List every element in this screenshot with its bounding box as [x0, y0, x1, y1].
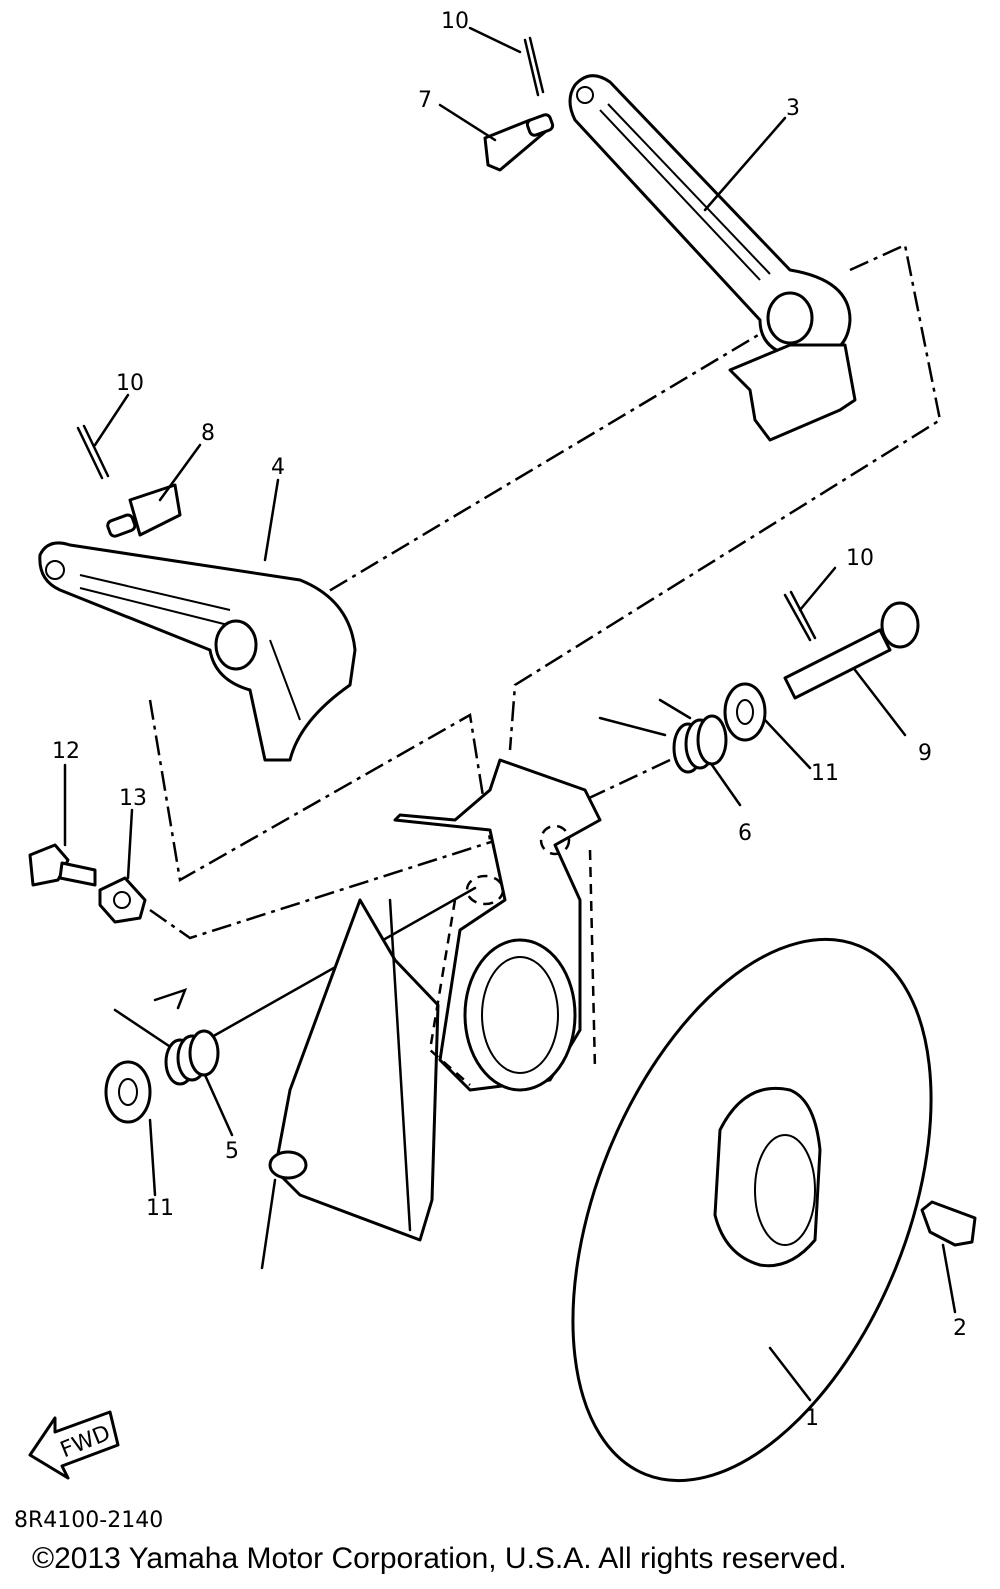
part-3-lever: [568, 74, 857, 442]
part-5-spring: [113, 987, 220, 1086]
part-11-washers: [104, 682, 767, 1124]
part-12-bolt: [28, 843, 97, 887]
callout-2: 2: [953, 1316, 967, 1341]
part-4-lever: [38, 541, 357, 762]
part-10-cotter-pins: [76, 36, 817, 642]
leader-lines: [63, 26, 957, 1402]
callout-11: 11: [811, 761, 839, 786]
bracket-housing: [260, 758, 602, 1270]
callout-6: 6: [738, 821, 752, 846]
fwd-arrow-icon: FWD: [28, 1410, 120, 1480]
part-1-sheave: [571, 937, 933, 1483]
callout-12: 12: [52, 739, 80, 764]
callout-10: 10: [116, 371, 144, 396]
part-2-key: [920, 1200, 977, 1247]
copyright-notice: ©2013 Yamaha Motor Corporation, U.S.A. A…: [32, 1542, 847, 1575]
part-6-spring: [598, 698, 728, 774]
callout-10: 10: [846, 546, 874, 571]
diagram-code: 8R4100-2140: [14, 1508, 164, 1533]
part-9-pin: [783, 601, 920, 700]
callout-labels: 10 7 3 10 8 4 10 9 11 6 12 13 5 11 2 1: [52, 9, 967, 1431]
callout-8: 8: [201, 421, 215, 446]
callout-13: 13: [119, 786, 147, 811]
callout-7: 7: [418, 88, 432, 113]
callout-5: 5: [225, 1139, 239, 1164]
part-8-joint: [106, 483, 182, 538]
callout-3: 3: [786, 96, 800, 121]
callout-11: 11: [146, 1196, 174, 1221]
part-13-nut: [98, 876, 147, 924]
callout-4: 4: [271, 455, 285, 480]
part-7-joint: [483, 113, 555, 172]
callout-9: 9: [918, 741, 932, 766]
callout-1: 1: [805, 1406, 819, 1431]
callout-10: 10: [441, 9, 469, 34]
